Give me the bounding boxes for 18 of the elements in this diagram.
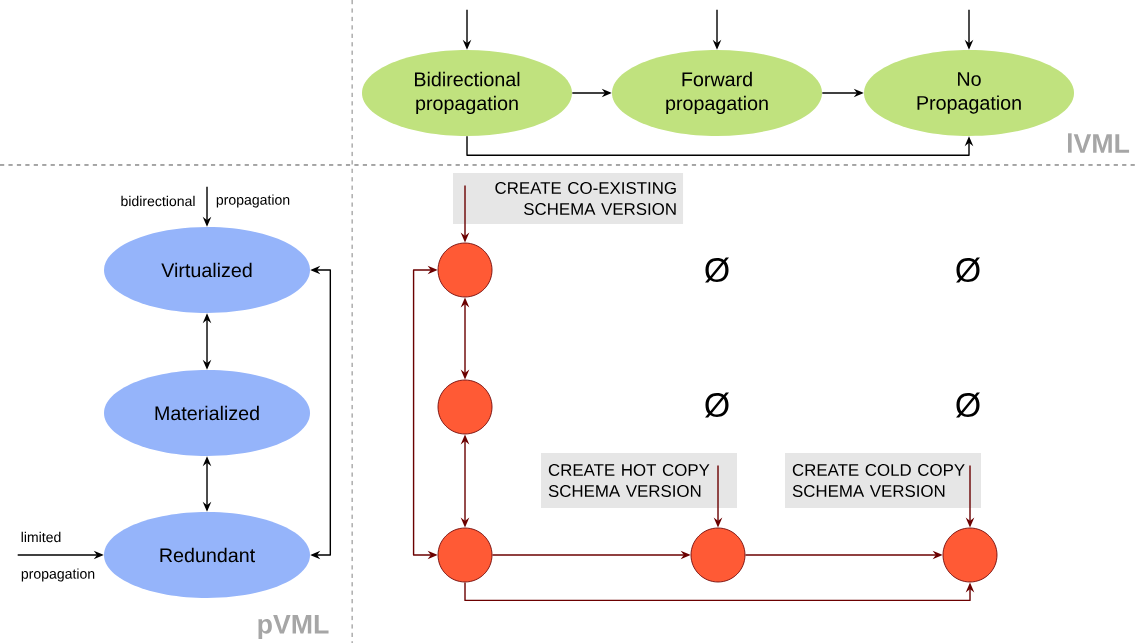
note-box: CREATE COLD COPY SCHEMA VERSION	[785, 452, 982, 509]
free-text: propagation	[216, 194, 290, 208]
state-circle	[690, 527, 746, 583]
section-label: lVML	[1067, 133, 1130, 153]
empty-set-symbol: Ø	[705, 392, 729, 418]
free-text: limited	[21, 531, 61, 543]
free-text: propagation	[21, 568, 95, 582]
empty-set-symbol: Ø	[956, 257, 980, 283]
note-box: CREATE CO-EXISTING SCHEMA VERSION	[453, 172, 684, 225]
section-label: pVML	[258, 615, 329, 639]
state-circle	[437, 379, 493, 435]
empty-set-symbol: Ø	[705, 257, 729, 283]
note-box: CREATE HOT COPY SCHEMA VERSION	[541, 452, 738, 509]
state-circle	[437, 242, 493, 298]
free-text: bidirectional	[121, 195, 195, 207]
state-circle	[437, 527, 493, 583]
empty-set-symbol: Ø	[956, 392, 980, 418]
state-circle	[942, 527, 998, 583]
